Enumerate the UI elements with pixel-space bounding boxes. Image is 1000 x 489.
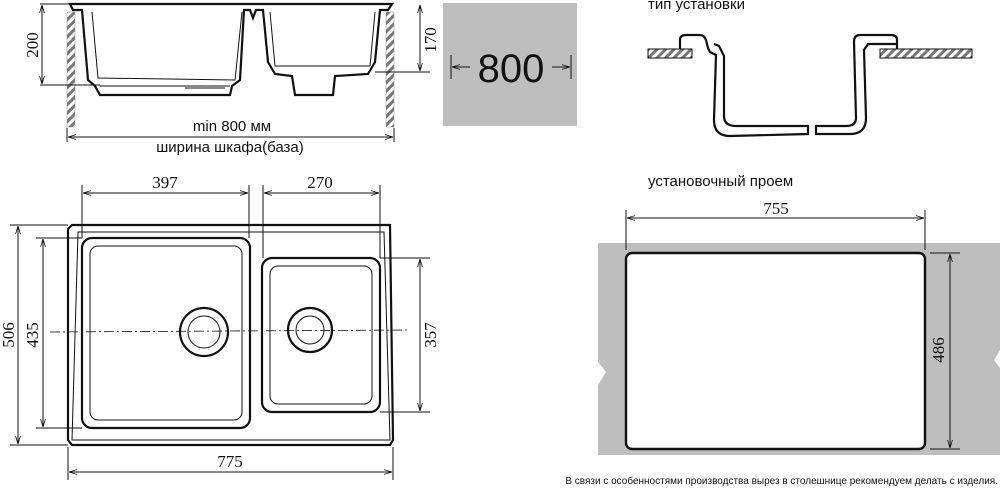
dim-left-bowl-depth: 435 [23,322,42,348]
right-bowl [260,256,382,414]
cabinet-wall-right [385,11,395,128]
side-view: 200 170 min 800 мм ширина шкафа(база) [23,2,440,156]
install-type-label: тип установки [648,0,745,13]
sink-edge-right [814,33,899,136]
dim-right-bowl-depth: 357 [421,322,440,348]
sink-outline [66,223,395,447]
dim-depth-right: 170 [421,27,440,53]
min-width-label: min 800 мм [193,118,271,135]
opening-label: установочный проем [648,173,793,190]
dim-total-width: 775 [217,452,243,471]
cutout-opening [624,251,927,451]
cutout-note: В связи с особенностями производства выр… [565,475,998,487]
install-type: тип установки установочный проем [647,0,973,190]
cabinet-width-label: ширина шкафа(база) [156,139,304,156]
cabinet-wall-left [66,11,76,128]
cutout-width: 755 [763,199,789,218]
dim-total-depth: 506 [0,322,18,348]
dim-depth-left: 200 [23,32,42,58]
sink-edge-left [678,33,810,138]
cabinet-width-badge: 800 [443,3,577,126]
dim-right-bowl: 270 [307,173,333,192]
sink-profile [68,2,395,97]
right-drain [286,306,334,354]
left-bowl [80,236,252,430]
top-view: 397 270 506 435 357 775 [0,173,440,480]
cutout-view: 755 486 В связи с особенностями производ… [565,199,1000,487]
cutout-height: 486 [929,337,948,363]
badge-value: 800 [478,47,545,91]
left-drain [178,306,230,358]
dim-left-bowl: 397 [152,173,178,192]
